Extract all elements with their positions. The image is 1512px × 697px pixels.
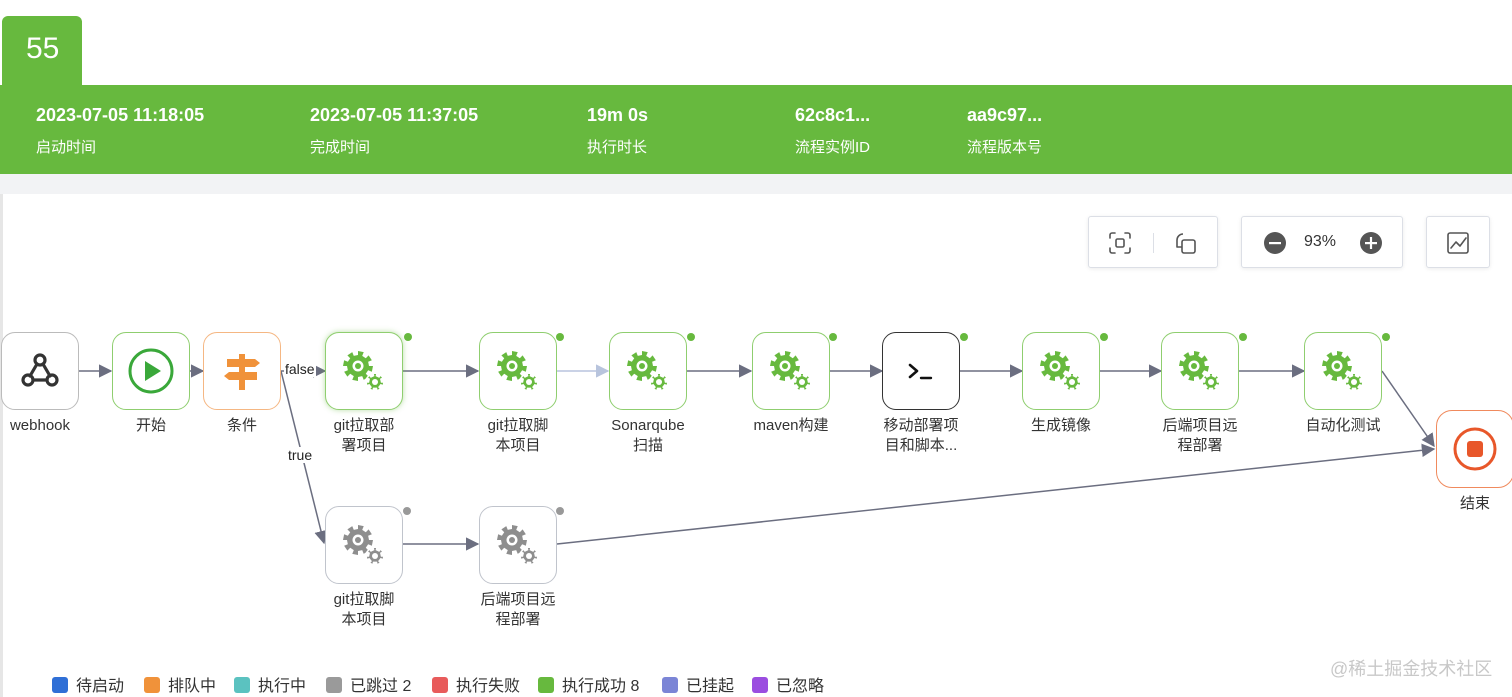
divider-band xyxy=(0,174,1512,194)
gear-icon xyxy=(343,351,385,392)
status-dot xyxy=(556,507,564,515)
legend-running[interactable]: 执行中 xyxy=(234,672,306,696)
node-webhook-label: webhook xyxy=(9,417,71,434)
version-label: 流程版本号 xyxy=(967,139,1043,156)
legend-skipped[interactable]: 已跳过 2 xyxy=(326,672,411,696)
node-webhook[interactable] xyxy=(1,332,79,410)
instance-id-value[interactable]: 62c8c1... xyxy=(795,105,871,125)
minus-circle-icon[interactable] xyxy=(1262,230,1288,256)
version-value[interactable]: aa9c97... xyxy=(967,105,1043,125)
node-maven[interactable] xyxy=(752,332,830,410)
node-git-script[interactable] xyxy=(479,332,557,410)
legend-suspended[interactable]: 已挂起 xyxy=(662,672,734,696)
gear-icon xyxy=(343,525,385,566)
edge-skip2-end xyxy=(556,443,1436,545)
finish-time-value: 2023-07-05 11:37:05 xyxy=(310,105,479,125)
node-backend-deploy-label: 后端项目远程部署 xyxy=(1162,417,1238,454)
stop-icon xyxy=(1453,427,1497,471)
terminal-icon xyxy=(908,363,933,380)
node-skipped-backend-deploy[interactable] xyxy=(479,506,557,584)
status-dot xyxy=(404,333,412,341)
view-toolbar xyxy=(1088,216,1218,268)
gear-icon xyxy=(627,351,669,392)
node-start[interactable] xyxy=(112,332,190,410)
edge-autotest-end xyxy=(1381,370,1435,448)
node-end[interactable] xyxy=(1436,410,1512,488)
node-sonarqube[interactable] xyxy=(609,332,687,410)
node-git-script-label: git拉取脚本项目 xyxy=(487,417,549,454)
canvas-left-border xyxy=(0,194,3,697)
node-build-image[interactable] xyxy=(1022,332,1100,410)
node-backend-deploy[interactable] xyxy=(1161,332,1239,410)
gear-icon xyxy=(1322,351,1364,392)
legend-success[interactable]: 执行成功 8 xyxy=(538,672,639,696)
webhook-icon xyxy=(21,353,59,387)
edge-label-true: true xyxy=(287,447,314,463)
status-dot xyxy=(1382,333,1390,341)
node-maven-label: maven构建 xyxy=(753,417,829,434)
node-end-label: 结束 xyxy=(1459,495,1490,512)
legend-pending[interactable]: 待启动 xyxy=(52,672,124,696)
run-info-bar: 2023-07-05 11:18:05 启动时间 2023-07-05 11:3… xyxy=(0,85,1512,174)
toolbar-separator xyxy=(1153,233,1154,253)
node-git-deploy-label: git拉取部署项目 xyxy=(333,417,395,454)
tab-strip xyxy=(0,0,1512,86)
fit-screen-icon[interactable] xyxy=(1107,230,1133,256)
play-icon xyxy=(128,348,174,394)
status-dot xyxy=(556,333,564,341)
run-number: 55 xyxy=(26,32,60,65)
legend-failed[interactable]: 执行失败 xyxy=(432,672,520,696)
gear-icon xyxy=(497,351,539,392)
status-dot xyxy=(403,507,411,515)
start-time-label: 启动时间 xyxy=(36,139,97,156)
node-start-label: 开始 xyxy=(135,417,166,434)
status-dot xyxy=(829,333,837,341)
line-chart-icon[interactable] xyxy=(1445,230,1471,256)
duration-label: 执行时长 xyxy=(587,139,648,156)
gear-icon xyxy=(1040,351,1082,392)
info-instance-id: 62c8c1... 流程实例ID xyxy=(795,105,870,157)
status-dot xyxy=(1100,333,1108,341)
zoom-level: 93% xyxy=(1304,233,1337,250)
info-finish-time: 2023-07-05 11:37:05 完成时间 xyxy=(310,105,478,157)
instance-id-label: 流程实例ID xyxy=(795,139,871,156)
node-skipped-git-script-label: git拉取脚本项目 xyxy=(333,591,395,628)
info-version: aa9c97... 流程版本号 xyxy=(967,105,1042,157)
node-move-scripts-label: 移动部署项目和脚本... xyxy=(883,417,959,454)
node-git-deploy[interactable] xyxy=(325,332,403,410)
watermark: @稀土掘金技术社区 xyxy=(1330,659,1493,679)
node-skipped-git-script[interactable] xyxy=(325,506,403,584)
node-move-scripts[interactable] xyxy=(882,332,960,410)
gear-icon xyxy=(1179,351,1221,392)
signpost-icon xyxy=(224,354,260,390)
node-autotest-label: 自动化测试 xyxy=(1305,417,1381,434)
run-number-tab[interactable]: 55 xyxy=(2,16,82,90)
node-condition-label: 条件 xyxy=(226,417,257,434)
legend-ignored[interactable]: 已忽略 xyxy=(752,672,824,696)
pipeline-edges xyxy=(79,364,1436,551)
info-duration: 19m 0s 执行时长 xyxy=(587,105,648,157)
zoom-toolbar: 93% xyxy=(1241,216,1403,268)
status-dot xyxy=(1239,333,1247,341)
pipeline-canvas[interactable]: false true webhook 开始 条件 git拉取部署项目 xyxy=(0,300,1512,660)
legend-queued[interactable]: 排队中 xyxy=(144,672,216,696)
copy-icon[interactable] xyxy=(1173,230,1199,256)
node-build-image-label: 生成镜像 xyxy=(1030,417,1091,434)
info-start-time: 2023-07-05 11:18:05 启动时间 xyxy=(36,105,204,157)
status-dot xyxy=(687,333,695,341)
chart-toolbar xyxy=(1426,216,1490,268)
node-skipped-backend-deploy-label: 后端项目远程部署 xyxy=(480,591,556,628)
node-condition[interactable] xyxy=(203,332,281,410)
gear-icon xyxy=(497,525,539,566)
status-dot xyxy=(960,333,968,341)
edge-label-false: false xyxy=(284,361,316,377)
duration-value: 19m 0s xyxy=(587,105,649,125)
plus-circle-icon[interactable] xyxy=(1358,230,1384,256)
start-time-value: 2023-07-05 11:18:05 xyxy=(36,105,205,125)
gear-icon xyxy=(770,351,812,392)
node-autotest[interactable] xyxy=(1304,332,1382,410)
finish-time-label: 完成时间 xyxy=(310,139,371,156)
